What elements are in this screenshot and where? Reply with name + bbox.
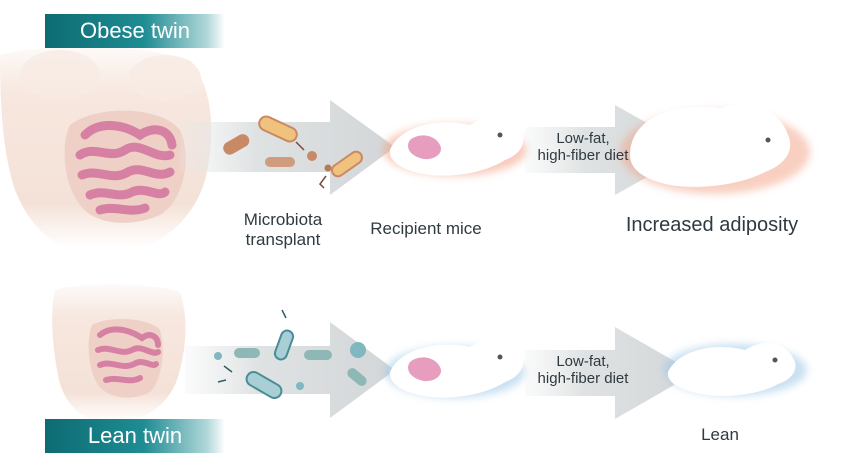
lean-transplant-arrow bbox=[185, 322, 395, 418]
obese-bacteria-group bbox=[223, 115, 364, 189]
lean-twin-badge: Lean twin bbox=[45, 419, 225, 453]
obese-torso-illustration bbox=[0, 46, 212, 245]
lean-gut-icon bbox=[95, 326, 161, 384]
lean-recipient-mouse bbox=[385, 339, 525, 398]
lean-bacteria-group bbox=[214, 309, 367, 399]
increased-adiposity-label: Increased adiposity bbox=[625, 214, 799, 236]
obese-diet-label: Low-fat, high-fiber diet bbox=[537, 130, 629, 165]
obese-outcome-mouse bbox=[620, 104, 810, 194]
obese-recipient-mouse bbox=[383, 116, 527, 176]
obese-gut-icon bbox=[75, 121, 177, 215]
obese-twin-badge: Obese twin bbox=[45, 14, 225, 48]
microbiota-transplant-label: Microbiota transplant bbox=[243, 210, 323, 249]
obese-transplant-arrow bbox=[180, 100, 395, 195]
lean-outcome-mouse bbox=[663, 343, 807, 396]
lean-diet-label: Low-fat, high-fiber diet bbox=[537, 353, 629, 388]
obese-twin-label: Obese twin bbox=[79, 18, 191, 43]
lean-outcome-label: Lean bbox=[701, 425, 739, 444]
lean-twin-label: Lean twin bbox=[87, 423, 183, 448]
lean-diet-arrow bbox=[525, 327, 695, 419]
recipient-mice-label: Recipient mice bbox=[370, 219, 482, 238]
